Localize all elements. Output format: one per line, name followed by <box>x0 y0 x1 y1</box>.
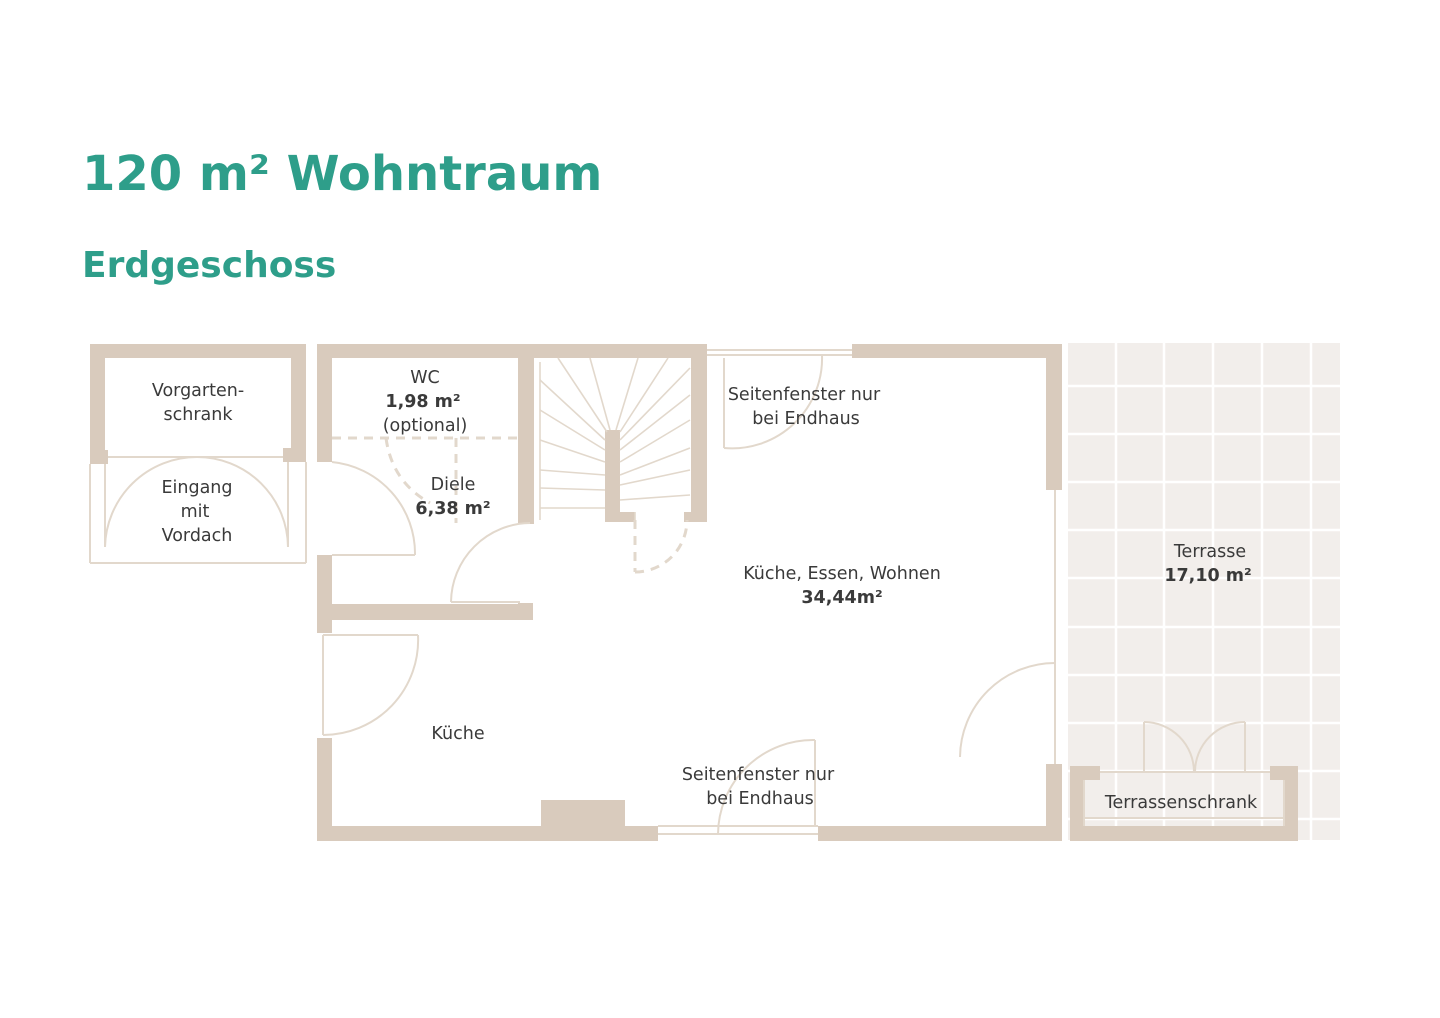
window-bottom-label-1: Seitenfenster nur <box>682 765 835 785</box>
eingang-label-2: mit <box>181 502 210 522</box>
wc-area: 1,98 m² <box>385 392 460 412</box>
wc-label: WC <box>410 368 440 388</box>
staircase <box>539 357 691 522</box>
optional-wc-outline <box>332 436 689 574</box>
window-top-label-1: Seitenfenster nur <box>728 385 881 405</box>
wc-note: (optional) <box>383 416 468 436</box>
window-top-label-2: bei Endhaus <box>752 409 860 429</box>
terrace-area <box>1068 343 1340 840</box>
terrasse-label: Terrasse <box>1173 542 1246 562</box>
terrasse-area: 17,10 m² <box>1164 566 1251 586</box>
window-bottom-label-2: bei Endhaus <box>706 789 814 809</box>
page-title: 120 m² Wohntraum <box>82 146 603 202</box>
walls <box>90 344 1298 841</box>
vorgartenschrank-label-2: schrank <box>164 405 234 425</box>
terrassenschrank-label: Terrassenschrank <box>1104 793 1258 813</box>
floor-subtitle: Erdgeschoss <box>82 245 337 286</box>
wohnen-area: 34,44m² <box>801 588 882 608</box>
diele-area: 6,38 m² <box>415 499 490 519</box>
diele-label: Diele <box>431 475 476 495</box>
room-labels: Vorgarten- schrank Eingang mit Vordach W… <box>152 368 1258 813</box>
eingang-label-3: Vordach <box>162 526 233 546</box>
kueche-label: Küche <box>431 724 484 744</box>
vorgartenschrank-label-1: Vorgarten- <box>152 381 244 401</box>
fixtures <box>89 349 1285 835</box>
eingang-label-1: Eingang <box>161 478 232 498</box>
wohnen-label: Küche, Essen, Wohnen <box>743 564 941 584</box>
